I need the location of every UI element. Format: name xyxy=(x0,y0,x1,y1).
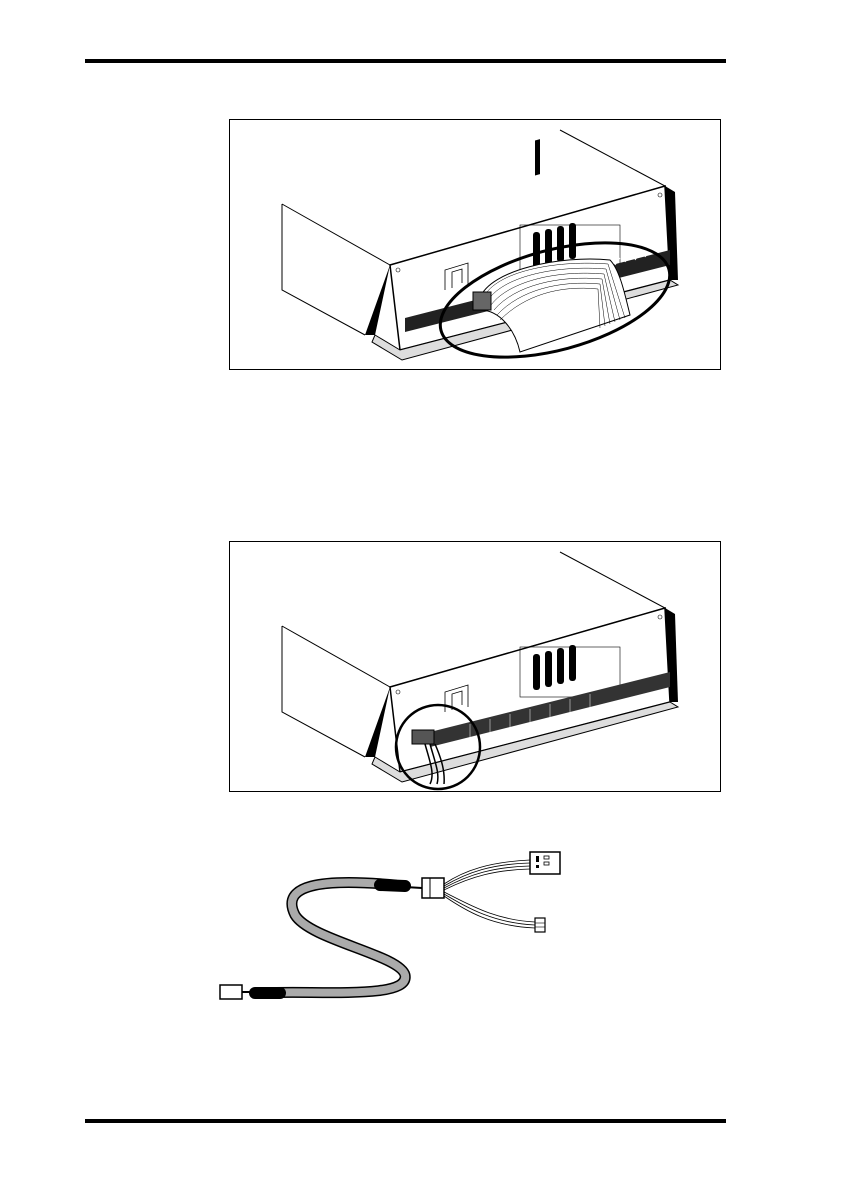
drive-ribbon-illustration xyxy=(230,120,720,369)
header-rule xyxy=(85,59,726,63)
audio-cable-illustration xyxy=(210,840,590,1010)
figure-audio-cable-connection xyxy=(229,541,721,792)
figure-audio-cable xyxy=(210,840,590,1010)
figure-ribbon-cable-connection xyxy=(229,119,721,370)
footer-rule xyxy=(85,1119,726,1123)
drive-audio-illustration xyxy=(230,542,720,791)
